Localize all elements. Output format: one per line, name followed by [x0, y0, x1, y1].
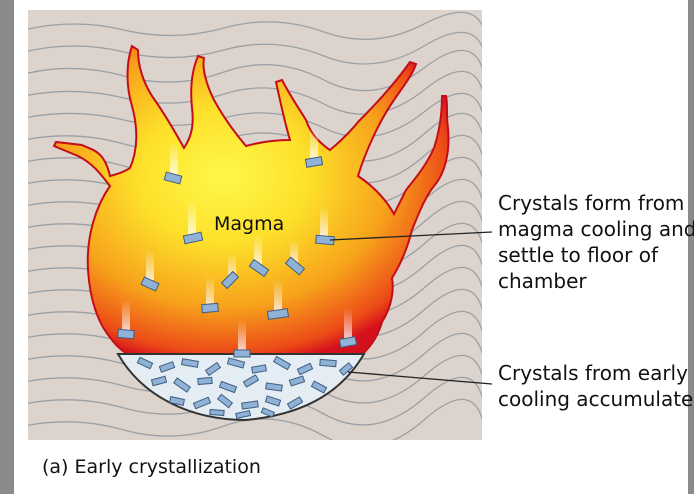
figure-caption: (a) Early crystallization	[42, 456, 261, 478]
annotation-crystals-form: Crystals form from magma cooling and set…	[498, 190, 694, 294]
annotation-crystals-accumulate: Crystals from early cooling accumulate	[498, 360, 694, 412]
figure-panel: Magma Crystals form from magma cooling a…	[14, 0, 688, 494]
magma-label: Magma	[214, 213, 284, 235]
